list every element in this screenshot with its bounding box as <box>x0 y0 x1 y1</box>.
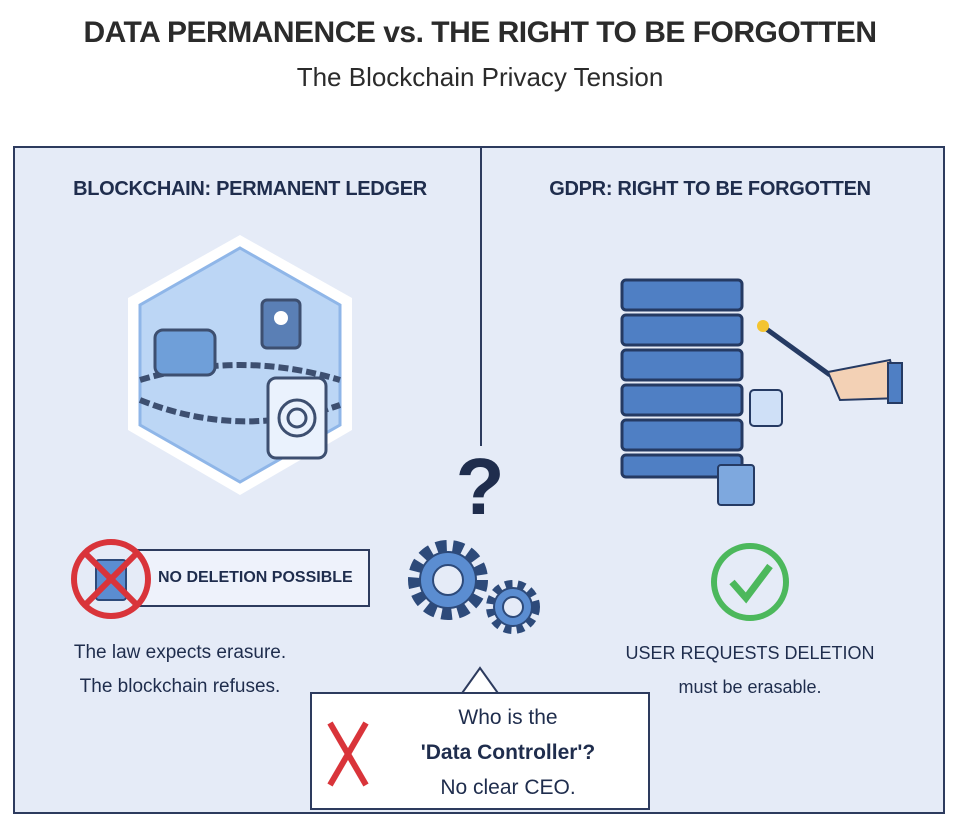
crossed-trash-icon <box>71 539 151 619</box>
right-caption: USER REQUESTS DELETION must be erasable. <box>625 643 875 697</box>
server-rack-illustration <box>620 278 903 506</box>
green-check-icon <box>711 543 789 621</box>
center-divider <box>480 146 482 446</box>
left-heading: BLOCKCHAIN: PERMANENT LEDGER <box>73 178 427 200</box>
id-card-icon <box>749 389 783 427</box>
red-x-icon <box>327 721 369 787</box>
trash-can-icon <box>717 464 755 506</box>
right-heading: GDPR: RIGHT TO BE FORGOTTEN <box>549 178 871 200</box>
gears-icon <box>408 540 540 634</box>
page-title: DATA PERMANENCE vs. THE RIGHT TO BE FORG… <box>83 16 877 49</box>
question-mark: ? <box>455 442 505 531</box>
left-caption: The law expects erasure. The blockchain … <box>73 642 287 697</box>
data-controller-bubble: Who is the 'Data Controller'? No clear C… <box>310 692 650 810</box>
wallet-icon <box>153 328 217 377</box>
magic-wand-icon <box>763 325 832 378</box>
blockchain-cube-illustration <box>128 235 352 495</box>
page-subtitle: The Blockchain Privacy Tension <box>296 62 664 92</box>
no-deletion-badge: NO DELETION POSSIBLE <box>120 549 370 607</box>
fingerprint-icon <box>266 376 328 460</box>
